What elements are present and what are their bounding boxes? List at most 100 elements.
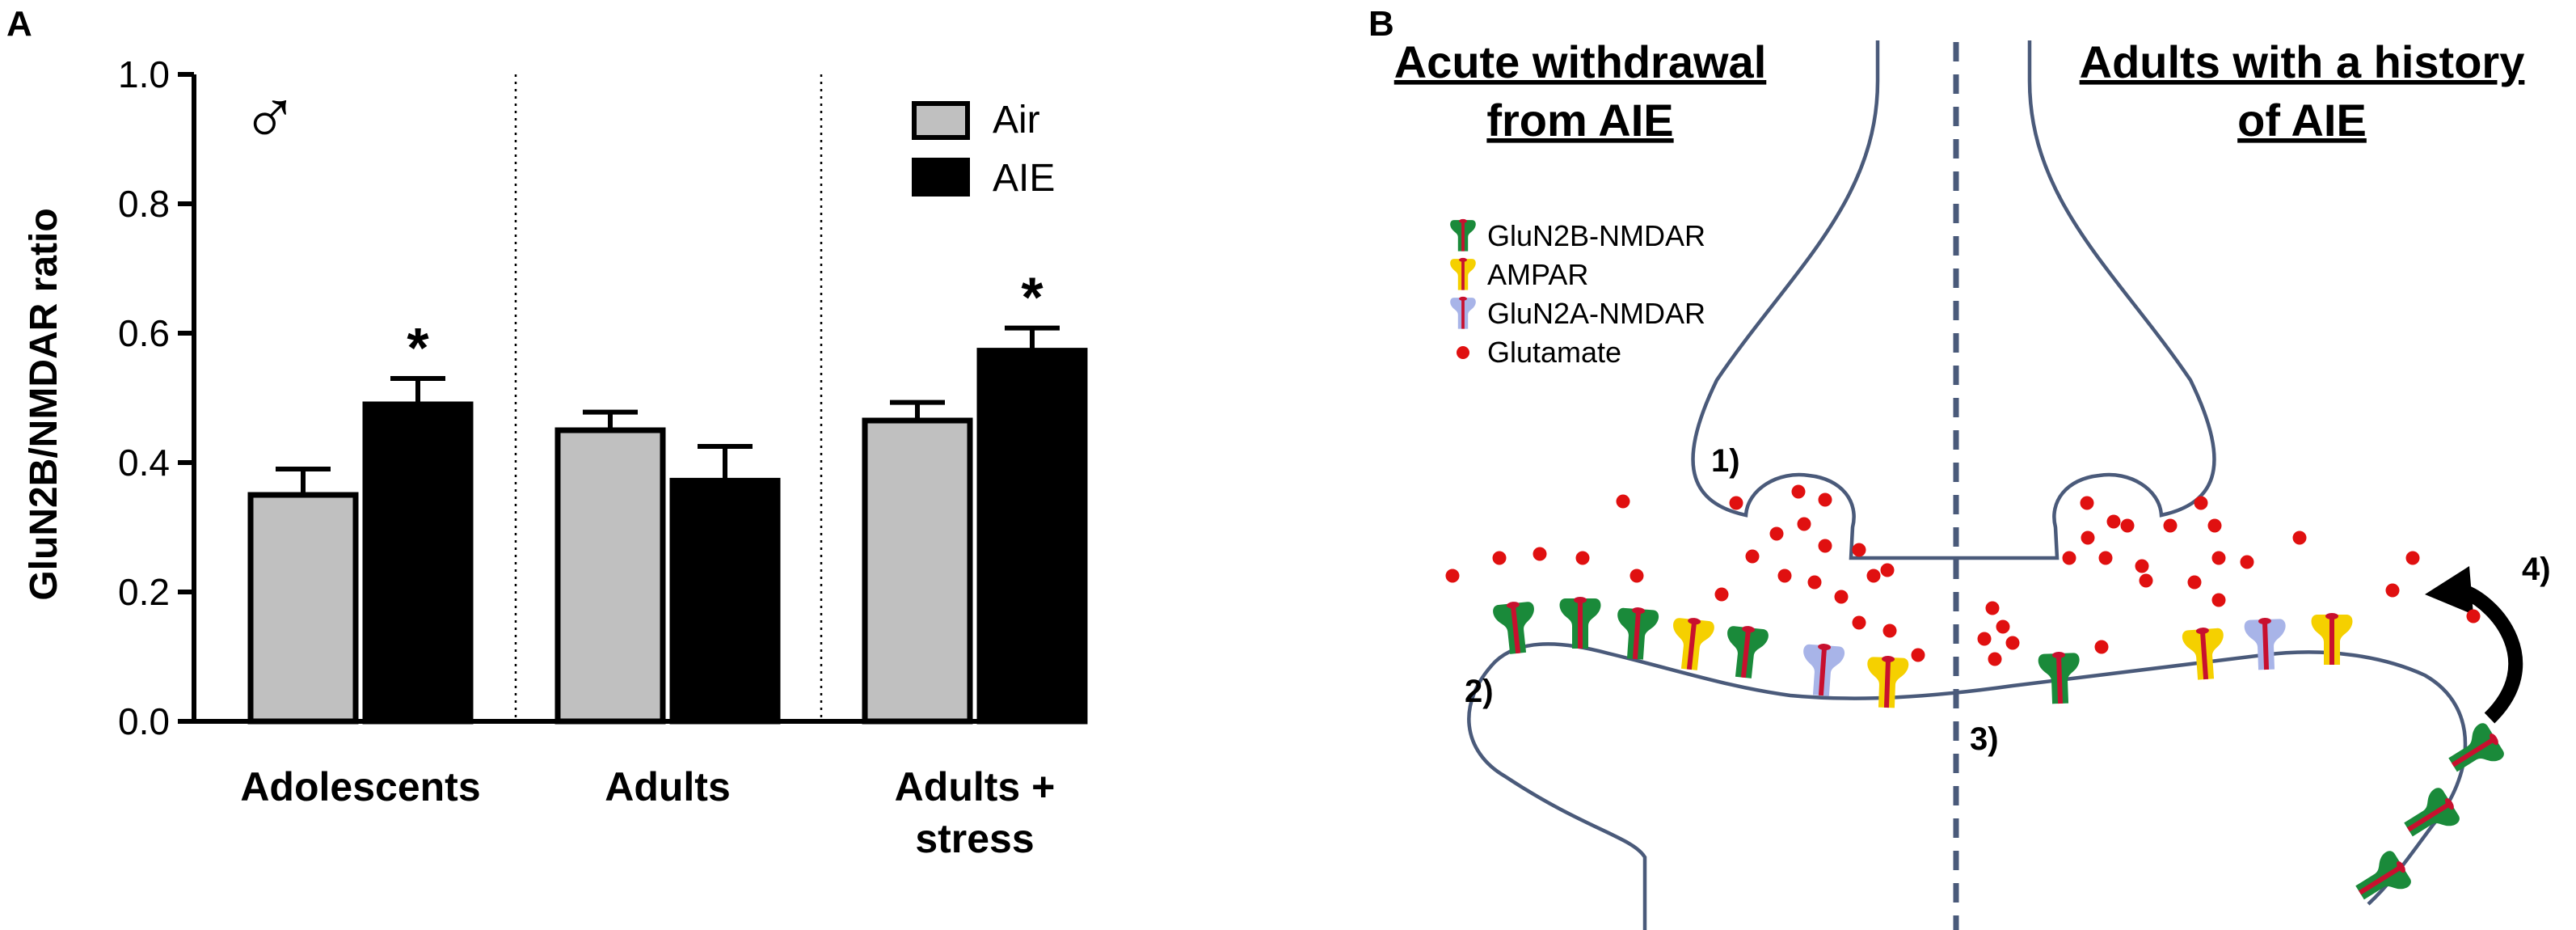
title-right-line-1: Adults with a history [2080,36,2525,87]
glutamate-dot [1575,551,1590,565]
glun2b-receptor [2355,851,2411,900]
annotation-1: 1) [1711,443,1740,479]
glun2b-receptor [2404,788,2460,837]
internalization-arrow-body [2462,585,2523,724]
glun2a-receptor [2244,618,2286,670]
glutamate-dot [2094,640,2109,654]
glutamate-dot [1882,624,1897,638]
glutamate-dot [1985,601,2000,615]
glutamate-dot [2062,551,2076,565]
internalization-arrow-head [2425,566,2473,615]
glutamate-dot [1777,569,1792,583]
glutamate-dot [2240,555,2254,569]
glutamate-dot-icon [1457,346,1469,359]
glun2a-receptor [1803,644,1845,696]
legend-ampar-label: AMPAR [1487,258,1588,291]
y-ticks: 0.00.20.40.60.81.0 [118,53,194,742]
y-tick-label: 0.6 [118,312,170,354]
glutamate-dot [2005,636,2020,650]
legend-aie-label: AIE [993,157,1055,200]
legend-glun2a-label: GluN2A-NMDAR [1487,297,1705,330]
panel-a: A GluN2B/NMDAR ratio 0.00.20.40.60.81.0 … [6,4,1088,861]
glutamate-dot [2385,583,2400,598]
glutamate-dot [1852,615,1866,630]
glutamate-dot [1866,569,1881,583]
glutamate-dot [1769,526,1784,541]
receptor-legend: GluN2B-NMDAR AMPAR GluN2A-NMDAR Glutamat… [1487,219,1705,369]
ampar-receptor-icon [1450,257,1476,290]
receptors [1450,218,2504,900]
panel-a-letter: A [6,4,32,44]
glun2b-receptor [1617,607,1659,660]
legend-glutamate-label: Glutamate [1487,336,1621,369]
annotation-4: 4) [2522,552,2551,587]
glutamate-dot [1988,652,2002,666]
y-tick-label: 0.2 [118,571,170,613]
glutamate-dot [1807,575,1822,590]
glutamate-dot [1492,551,1507,565]
bar-aie-0 [362,401,474,725]
glun2b-receptor [1559,597,1601,649]
x-category-label: Adolescents [240,764,480,810]
bar-air-0 [247,492,359,725]
x-category-label: Adults + [895,764,1056,810]
panel-b: B Acute withdrawal from AIE Adults with … [1368,4,2551,930]
glutamate-dot [1996,619,2010,634]
glutamate-dot [2135,559,2149,573]
glun2a-receptor-icon [1450,296,1476,329]
glun2b-receptor [1727,626,1769,678]
x-category-label: stress [915,816,1034,861]
glutamate-dots [1445,484,2481,666]
glutamate-dot [2466,609,2481,624]
postsynaptic-membrane [1467,642,2468,930]
legend-glun2b-label: GluN2B-NMDAR [1487,219,1705,252]
glutamate-dot [2187,575,2202,590]
glun2b-receptor [2448,723,2504,772]
bar-aie-1 [669,477,781,725]
title-left-line-1: Acute withdrawal [1394,36,1767,87]
legend-aie-swatch [912,158,970,197]
significance-asterisk: * [407,316,429,379]
bar-air-1 [554,427,666,725]
glutamate-dot [2080,496,2094,510]
y-tick-label: 1.0 [118,53,170,95]
glutamate-dot [1818,539,1832,553]
glutamate-dot [2163,518,2178,533]
bar-air-2 [862,417,973,725]
glutamate-dot [2207,518,2222,533]
legend-air-label: Air [993,99,1040,142]
ampar-receptor [1867,656,1909,708]
ampar-receptor [2311,613,2353,665]
glun2b-receptor-icon [1450,218,1476,252]
title-right-line-2: of AIE [2237,95,2367,146]
glutamate-dot [1911,648,1925,662]
title-left-line-2: from AIE [1486,95,1673,146]
glutamate-dot [2211,551,2226,565]
y-tick-label: 0.8 [118,183,170,225]
x-categories: Adolescents Adults Adults + stress [240,764,1055,861]
glutamate-dot [1852,543,1866,557]
glutamate-dot [1533,547,1547,561]
glutamate-dot [1629,569,1644,583]
glutamate-dot [1797,517,1811,531]
significance-asterisk: * [1021,266,1043,329]
y-axis-label: GluN2B/NMDAR ratio [23,208,65,600]
glutamate-dot [2098,551,2113,565]
glutamate-dot [2106,514,2121,529]
glutamate-dot [2292,531,2307,545]
glutamate-dot [2120,518,2135,533]
bars: ** [247,266,1088,725]
panel-b-letter: B [1368,4,1394,44]
ampar-receptor [2182,628,2224,680]
glutamate-dot [1445,569,1460,583]
glutamate-dot [1714,587,1729,602]
glun2b-receptor [1493,602,1534,654]
presynaptic-terminal [1691,40,2216,560]
glutamate-dot [1880,563,1895,577]
ampar-receptor [1673,618,1714,670]
x-category-label: Adults [605,764,731,810]
glutamate-dot [1977,632,1992,646]
glutamate-dot [2139,573,2153,588]
glutamate-dot [1791,484,1806,499]
